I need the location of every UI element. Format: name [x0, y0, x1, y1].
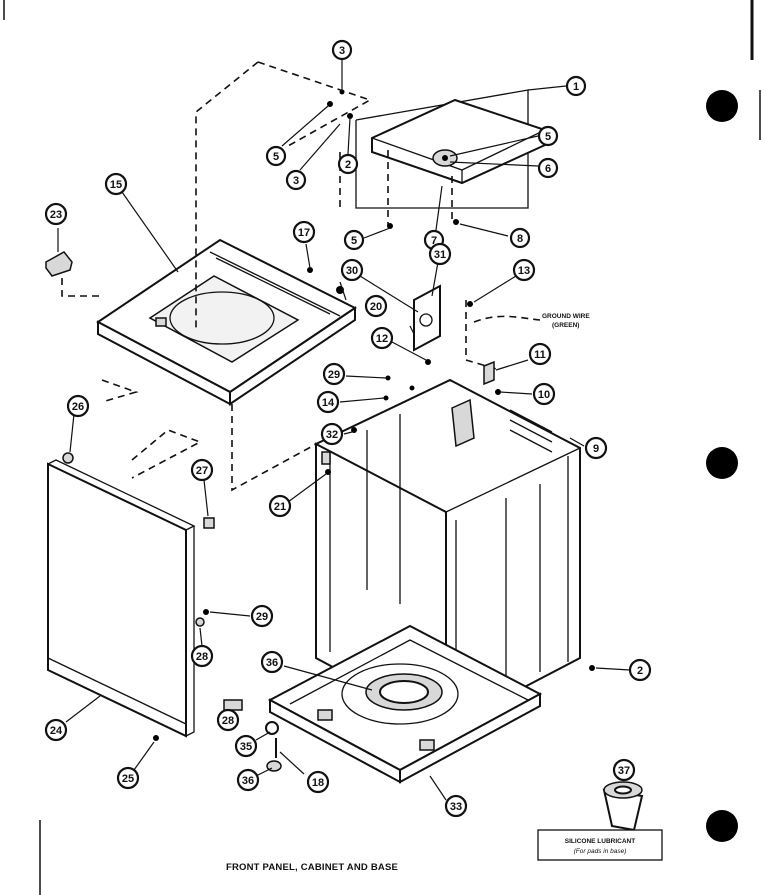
- callout-1: 1: [565, 75, 587, 97]
- svg-text:11: 11: [534, 349, 546, 361]
- svg-text:2: 2: [637, 665, 643, 677]
- callout-2-right: 2: [628, 658, 652, 682]
- svg-text:24: 24: [50, 725, 63, 737]
- callout-21: 21: [268, 494, 292, 518]
- svg-text:3: 3: [339, 45, 345, 57]
- svg-text:29: 29: [328, 369, 340, 381]
- callout-5-left: 5: [265, 145, 287, 167]
- callout-3-top: 3: [331, 39, 353, 61]
- lubricant-label-box: [537, 829, 663, 861]
- callout-8: 8: [509, 227, 531, 249]
- callout-2-top: 2: [337, 153, 359, 175]
- lubricant-can: SILICONE LUBRICANT (For pads in base): [537, 781, 663, 861]
- top-cover: [96, 238, 357, 406]
- svg-text:31: 31: [434, 249, 446, 261]
- base: [267, 624, 543, 784]
- callout-15: 15: [104, 172, 128, 196]
- callout-33: 33: [444, 794, 468, 818]
- callout-30: 30: [340, 258, 364, 282]
- lubricant-note: (For pads in base): [574, 848, 627, 855]
- svg-text:6: 6: [545, 163, 551, 175]
- callout-11: 11: [528, 342, 552, 366]
- svg-text:15: 15: [110, 179, 122, 191]
- svg-text:5: 5: [351, 235, 357, 247]
- svg-text:2: 2: [345, 159, 351, 171]
- callout-25: 25: [116, 766, 140, 790]
- callout-27: 27: [190, 458, 214, 482]
- callout-14: 14: [316, 390, 340, 414]
- callout-6: 6: [537, 157, 559, 179]
- svg-text:36: 36: [242, 775, 254, 787]
- ground-wire-label: GROUND WIRE: [542, 313, 590, 320]
- callout-9: 9: [584, 436, 608, 460]
- callout-31: 31: [428, 242, 452, 266]
- svg-text:9: 9: [593, 443, 599, 455]
- svg-text:21: 21: [274, 501, 286, 513]
- svg-text:37: 37: [618, 765, 630, 777]
- callout-28-base: 28: [216, 708, 240, 732]
- callout-5-bottom: 5: [343, 229, 365, 251]
- callout-10: 10: [532, 382, 556, 406]
- dashed-assembly-guides: [61, 61, 541, 492]
- svg-text:30: 30: [346, 265, 358, 277]
- svg-text:1: 1: [573, 81, 579, 93]
- svg-text:28: 28: [222, 715, 234, 727]
- svg-text:17: 17: [298, 227, 310, 239]
- svg-text:10: 10: [538, 389, 550, 401]
- binder-hole-middle: [706, 447, 738, 479]
- diagram-caption: FRONT PANEL, CABINET AND BASE: [226, 862, 398, 873]
- svg-text:14: 14: [322, 397, 335, 409]
- callout-36-base: 36: [260, 650, 284, 674]
- leader-lines: [57, 58, 631, 801]
- svg-text:36: 36: [266, 657, 278, 669]
- lid-assembly: [355, 89, 546, 226]
- svg-text:23: 23: [50, 209, 62, 221]
- front-panel: [47, 452, 215, 738]
- leveling-leg: [265, 721, 282, 772]
- svg-text:33: 33: [450, 801, 462, 813]
- scan-edge-marks: [3, 0, 761, 895]
- svg-text:5: 5: [273, 151, 279, 163]
- svg-text:5: 5: [545, 131, 551, 143]
- callout-35: 35: [234, 734, 258, 758]
- binder-hole-bottom: [706, 810, 738, 842]
- ground-wire-color: (GREEN): [552, 322, 579, 329]
- svg-text:35: 35: [240, 741, 252, 753]
- svg-text:7: 7: [431, 235, 437, 247]
- lubricant-title: SILICONE LUBRICANT: [565, 838, 635, 845]
- callout-12: 12: [370, 326, 394, 350]
- callout-23: 23: [44, 202, 68, 226]
- svg-text:25: 25: [122, 773, 134, 785]
- control-bracket: [409, 284, 441, 352]
- callout-18: 18: [306, 770, 330, 794]
- callout-37: 37: [612, 758, 636, 782]
- svg-text:13: 13: [518, 265, 530, 277]
- svg-text:32: 32: [326, 429, 338, 441]
- svg-text:12: 12: [376, 333, 388, 345]
- callout-20: 20: [364, 294, 388, 318]
- callout-32: 32: [320, 422, 344, 446]
- svg-text:29: 29: [256, 611, 268, 623]
- callout-3-mid: 3: [285, 169, 307, 191]
- svg-text:20: 20: [370, 301, 382, 313]
- callout-36-leg: 36: [236, 768, 260, 792]
- svg-text:27: 27: [196, 465, 208, 477]
- callout-13: 13: [512, 258, 536, 282]
- callout-29-top: 29: [322, 362, 346, 386]
- callout-24: 24: [44, 718, 68, 742]
- callout-26: 26: [66, 394, 90, 418]
- callout-28-front: 28: [190, 644, 214, 668]
- callout-17: 17: [292, 220, 316, 244]
- svg-text:8: 8: [517, 233, 523, 245]
- callout-5-lid: 5: [537, 125, 559, 147]
- binder-hole-top: [706, 90, 738, 122]
- svg-text:26: 26: [72, 401, 84, 413]
- svg-text:18: 18: [312, 777, 324, 789]
- callout-29-front: 29: [250, 604, 274, 628]
- svg-text:28: 28: [196, 651, 208, 663]
- svg-text:3: 3: [293, 175, 299, 187]
